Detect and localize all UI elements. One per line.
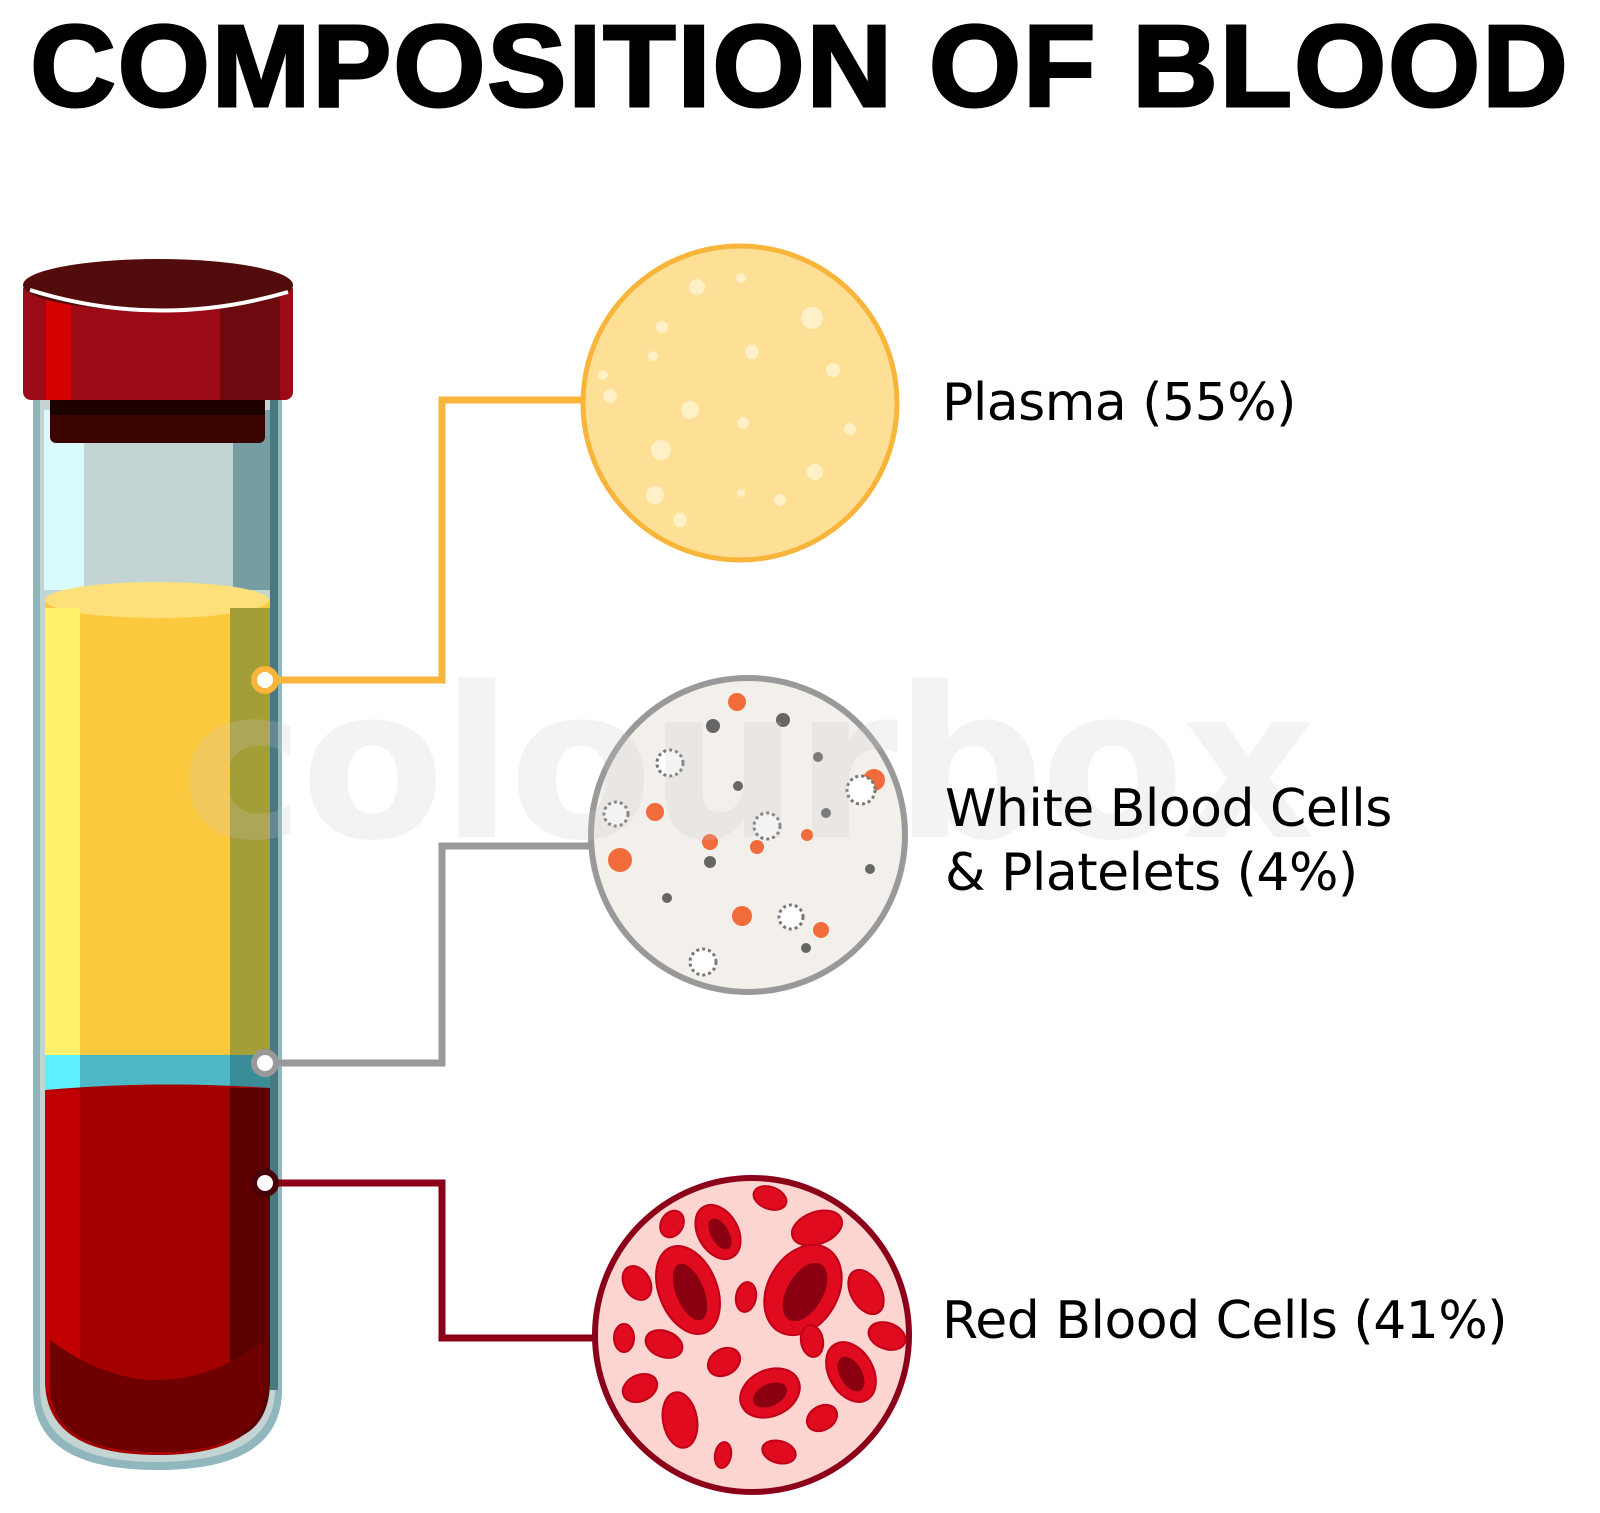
plasma-connector [251, 396, 582, 694]
wbc-label-line2: & Platelets (4%) [945, 843, 1358, 903]
wbc-connector [251, 842, 592, 1077]
wbc-platelets-sample-icon [588, 675, 908, 995]
page-title: COMPOSITION OF BLOOD [29, 1, 1570, 131]
rbc-label: Red Blood Cells (41%) [942, 1291, 1508, 1351]
wbc-label-line1: White Blood Cells [945, 779, 1392, 839]
plasma-sample-icon [580, 243, 900, 563]
rbc-connector [251, 1169, 598, 1342]
rbc-sample-icon [592, 1175, 912, 1495]
plasma-label: Plasma (55%) [942, 373, 1296, 433]
test-tube-icon [23, 259, 293, 1470]
